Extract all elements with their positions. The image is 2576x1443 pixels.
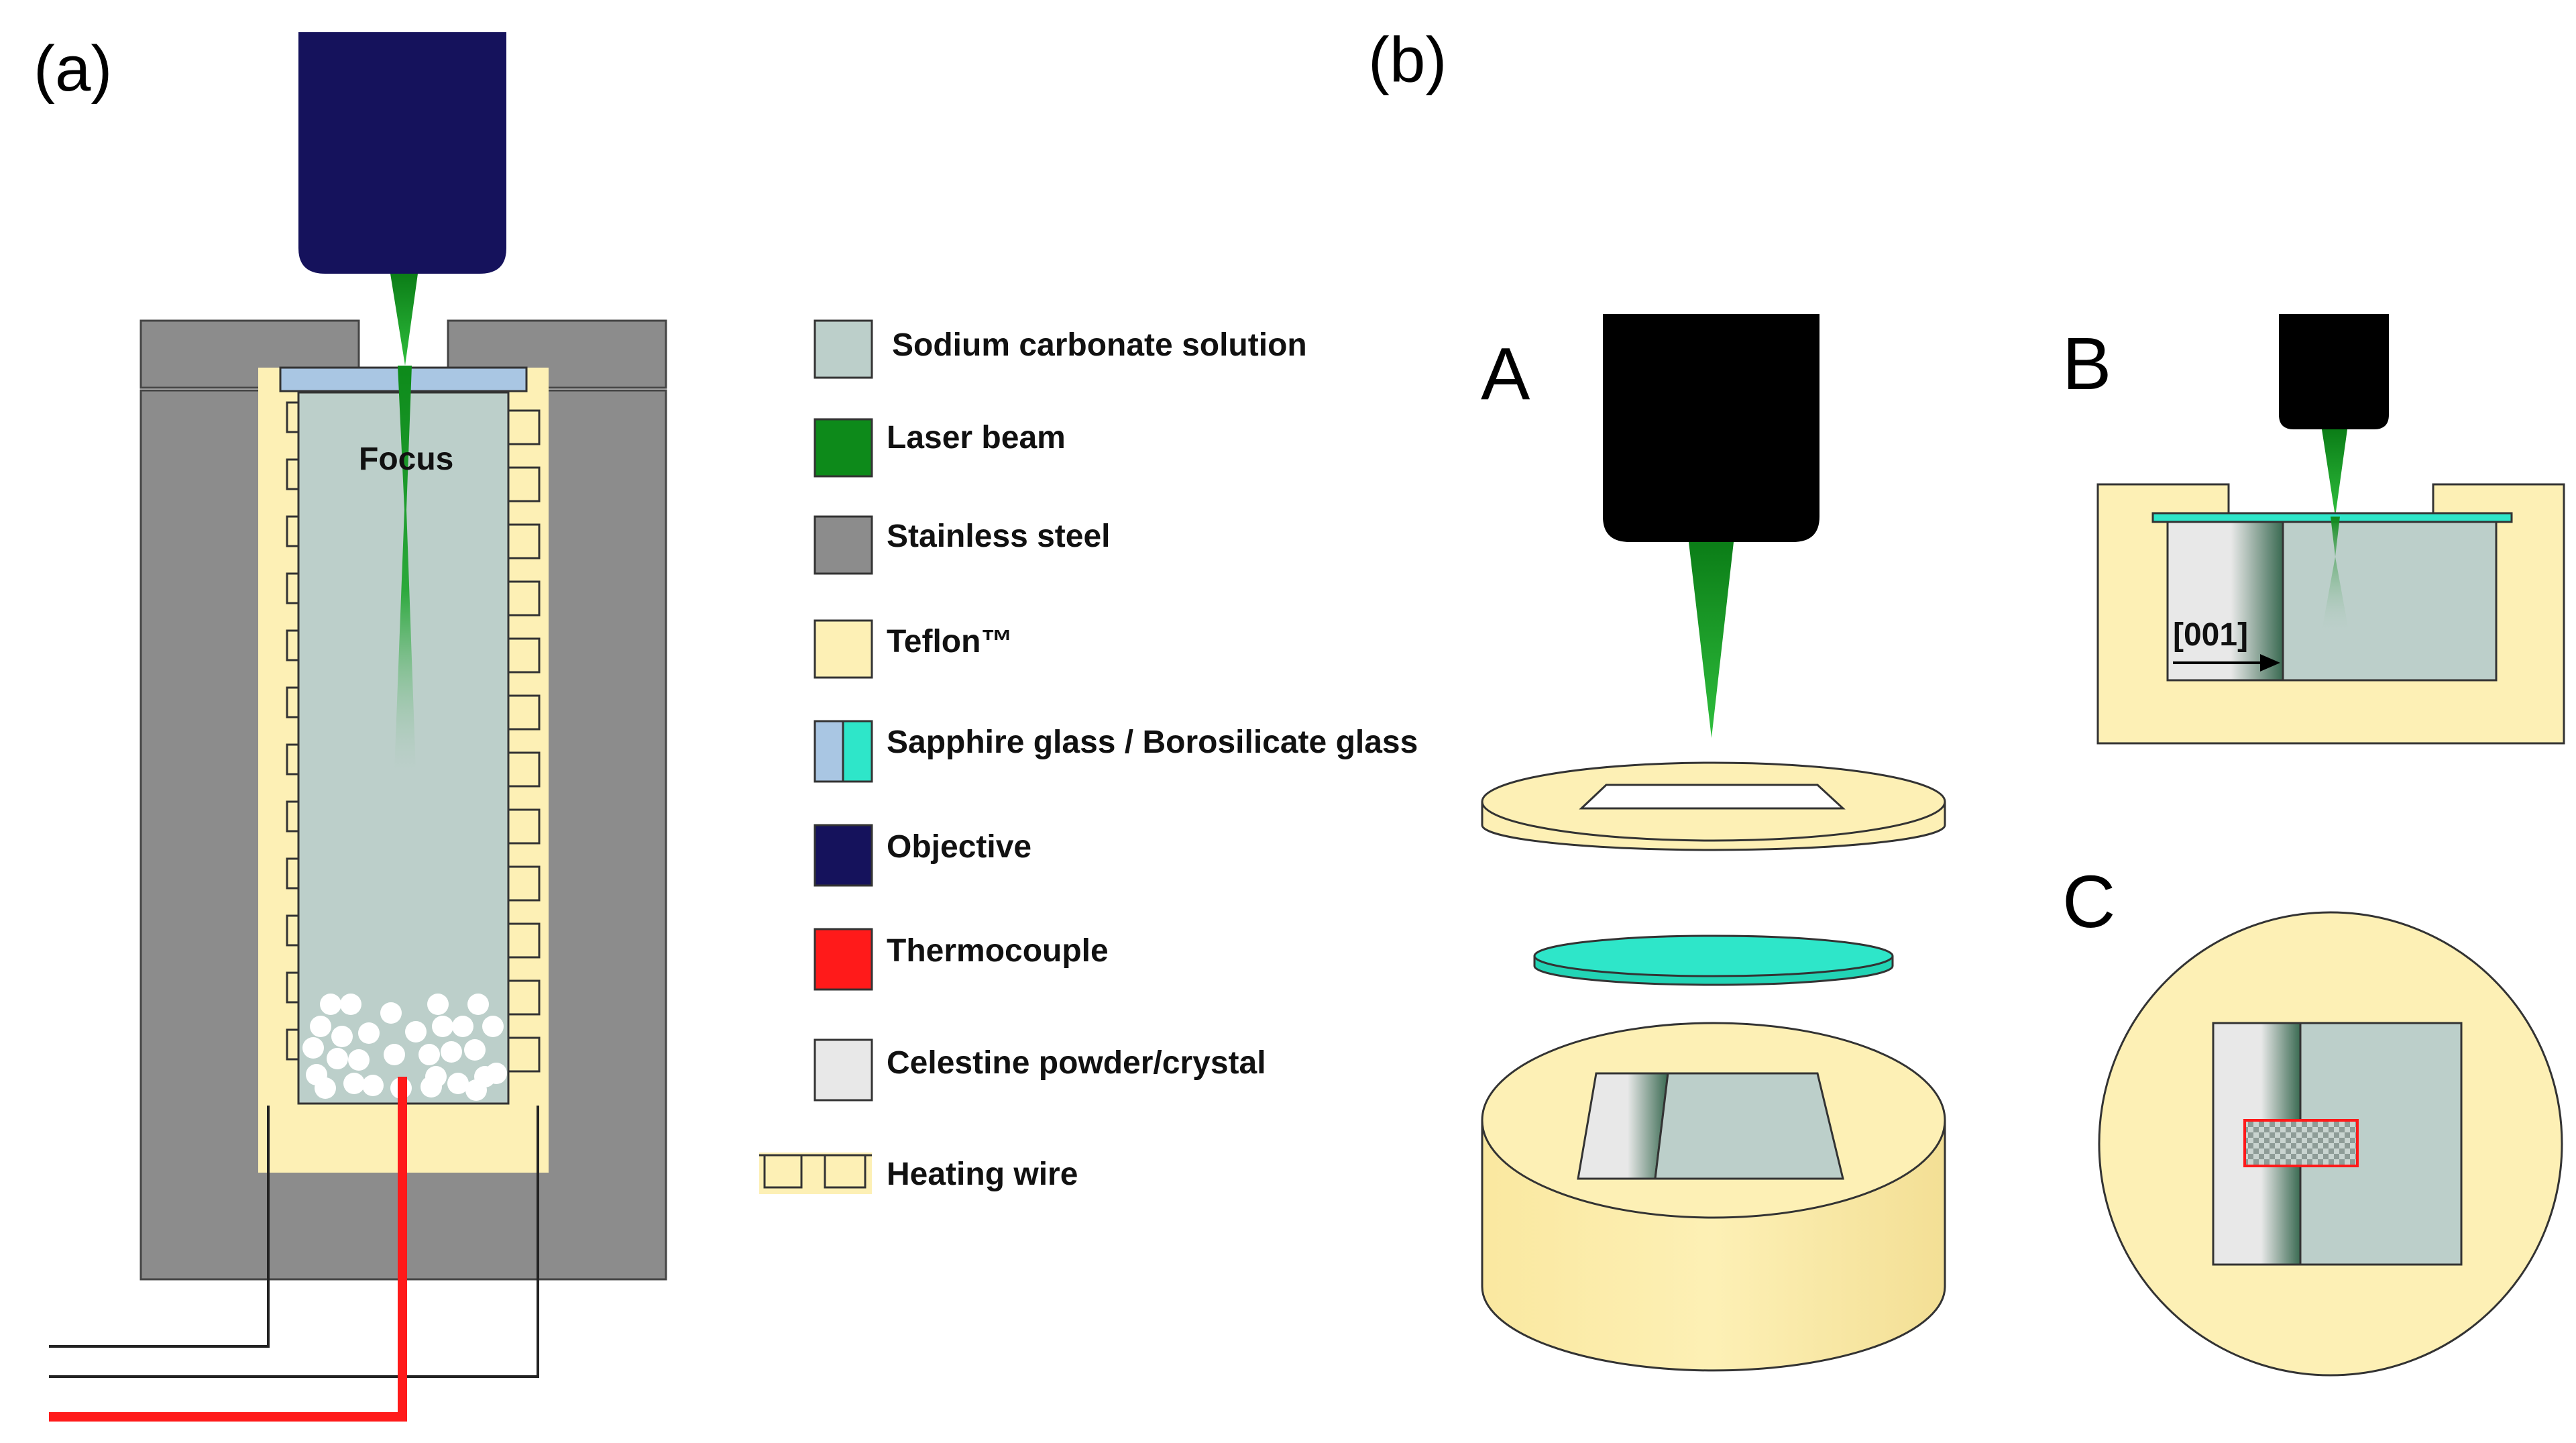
- heating-wire-leads: [49, 1106, 539, 1378]
- legend-swatch-stainless-steel: [814, 515, 873, 575]
- legend-swatch-objective: [814, 824, 873, 887]
- arrowhead-icon: [2260, 654, 2280, 672]
- panel-label-b: (b): [1368, 24, 1447, 96]
- legend-label-laser-beam: Laser beam: [887, 420, 1066, 456]
- base-cylinder: [1481, 1022, 1946, 1372]
- laser-beam-b-upper: [2322, 429, 2347, 517]
- legend-label-thermocouple: Thermocouple: [887, 933, 1109, 969]
- objective-a-icon: [1603, 314, 1819, 542]
- direction-label: [001]: [2173, 617, 2248, 653]
- legend-label-stainless-steel: Stainless steel: [887, 519, 1111, 554]
- letter-c: C: [2062, 861, 2115, 943]
- scan-region: [2243, 1119, 2359, 1167]
- legend-label-teflon: Teflon™: [887, 624, 1013, 659]
- solution-area-a: [1654, 1072, 1844, 1180]
- celestine-crystal-b: [2166, 521, 2284, 682]
- legend-swatch-teflon: [814, 619, 873, 679]
- legend-swatch-sodium-carbonate: [814, 319, 873, 379]
- legend-label-heating-wire: Heating wire: [887, 1157, 1078, 1192]
- legend-swatch-thermocouple: [814, 928, 873, 991]
- celestine-powder: [302, 994, 507, 1101]
- objective-b-icon: [2279, 314, 2389, 429]
- focus-label: Focus: [359, 441, 453, 477]
- legend-swatch-celestine: [814, 1038, 873, 1102]
- borosilicate-disc: [1533, 934, 1894, 986]
- laser-beam-lower: [394, 366, 416, 771]
- laser-beam-a: [1689, 542, 1734, 738]
- heating-wire-left: [286, 401, 300, 1061]
- legend-swatch-sapphire: [814, 720, 844, 783]
- objective-icon: [298, 32, 506, 274]
- heating-wire-right: [507, 409, 541, 1073]
- legend-swatch-borosilicate: [842, 720, 873, 783]
- legend-label-objective: Objective: [887, 829, 1031, 865]
- legend-swatch-laser-beam: [814, 418, 873, 478]
- legend-label-sodium-carbonate: Sodium carbonate solution: [892, 327, 1307, 363]
- laser-beam-upper: [390, 274, 418, 366]
- laser-beam-b-lower: [2322, 517, 2349, 631]
- cell-top-view: [2098, 911, 2563, 1377]
- legend-label-sapphire-borosilicate: Sapphire glass / Borosilicate glass: [887, 725, 1418, 760]
- legend-swatch-heating-wire: [759, 1153, 872, 1194]
- letter-b: B: [2062, 323, 2111, 405]
- letter-a: A: [1481, 333, 1530, 415]
- thermocouple-icon: [49, 1077, 407, 1422]
- top-disc: [1481, 761, 1946, 851]
- panel-label-a: (a): [34, 33, 112, 105]
- legend-label-celestine: Celestine powder/crystal: [887, 1045, 1266, 1081]
- legend: Sodium carbonate solution Laser beam Sta…: [759, 319, 1418, 1194]
